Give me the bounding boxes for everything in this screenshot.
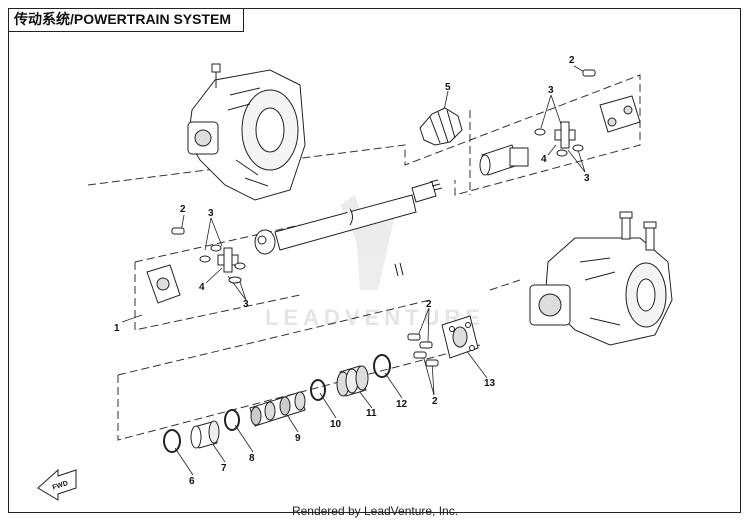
callout-2d: 2 (432, 396, 438, 407)
page-title: 传动系统/POWERTRAIN SYSTEM (8, 8, 244, 32)
callout-12: 12 (396, 399, 408, 410)
right-universal-joint (534, 121, 584, 157)
callout-8: 8 (249, 453, 255, 464)
footer-credit: Rendered by LeadVenture, Inc. (291, 504, 459, 518)
callout-2c: 2 (426, 299, 432, 310)
callout-3a: 3 (208, 208, 214, 219)
shaft-break-symbol (394, 262, 404, 277)
callout-5: 5 (445, 82, 451, 93)
callout-labels: 1 2 3 4 3 5 2 3 4 3 2 2 13 12 11 10 9 8 … (114, 55, 590, 487)
boot-11 (336, 365, 369, 397)
left-flange-yoke (146, 227, 185, 304)
left-universal-joint (199, 244, 246, 284)
callout-4b: 4 (541, 154, 547, 165)
callout-4a: 4 (199, 282, 205, 293)
callout-3b: 3 (243, 299, 249, 310)
flange-13 (441, 315, 479, 359)
callout-2b: 2 (569, 55, 575, 66)
snap-ring-6 (163, 429, 181, 453)
coupling-sleeve (479, 144, 529, 176)
leader-lines (121, 65, 587, 476)
callout-11: 11 (366, 408, 377, 419)
sleeve-7 (190, 420, 220, 449)
rubber-boot (419, 107, 463, 146)
callout-10: 10 (330, 419, 342, 430)
callout-9: 9 (295, 433, 301, 444)
ring-10 (310, 379, 326, 401)
callout-3d: 3 (584, 173, 590, 184)
ring-8 (224, 409, 240, 431)
callout-3c: 3 (548, 85, 554, 96)
bolts-2-lower (407, 333, 439, 367)
diagram-frame (8, 8, 741, 513)
callout-7: 7 (221, 463, 227, 474)
callout-13: 13 (484, 378, 496, 389)
shaft-9 (249, 391, 306, 427)
right-flange-yoke (582, 69, 641, 133)
transmission-assembly (187, 63, 306, 201)
fwd-label: FWD (52, 480, 69, 492)
callout-1: 1 (114, 323, 120, 334)
fwd-arrow-icon: FWD (37, 468, 77, 501)
snap-ring-12 (373, 354, 391, 378)
callout-2a: 2 (180, 204, 186, 215)
callout-6: 6 (189, 476, 195, 487)
propeller-shaft (254, 179, 443, 255)
rear-differential-assembly (529, 211, 673, 346)
